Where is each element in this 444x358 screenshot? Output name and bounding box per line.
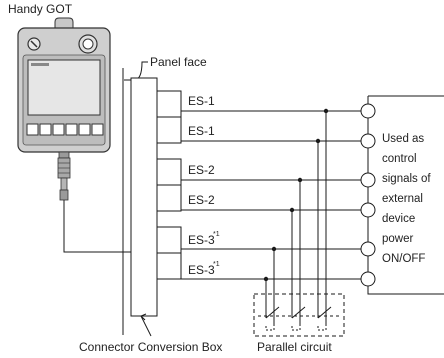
external-device-note: Used as control signals of external devi… [382, 133, 431, 265]
handy-got-device [17, 17, 111, 201]
selector-switch-icon [27, 37, 41, 51]
panel-face-leader [124, 61, 148, 81]
switch-icon [317, 306, 332, 331]
signal-labels: ES-1 ES-1 ES-2 ES-2 ES-3 *1 ES-3 *1 [188, 94, 220, 277]
cable-connector-icon [57, 151, 71, 201]
svg-text:Used as: Used as [382, 133, 424, 145]
signal-label-es2-a: ES-2 [188, 163, 215, 177]
signal-label-es1-b: ES-1 [188, 124, 215, 138]
terminal-blocks [156, 90, 182, 280]
parallel-circuit-box [253, 293, 345, 337]
signal-label-es3-b-note: *1 [213, 261, 220, 268]
signal-label-es3-a: ES-3 [188, 233, 215, 247]
got-cable [63, 200, 131, 253]
keypad-buttons [26, 123, 104, 136]
switch-icon [265, 306, 280, 331]
svg-text:control: control [382, 153, 417, 165]
connector-box-leader [140, 315, 152, 337]
svg-text:ON/OFF: ON/OFF [382, 253, 425, 265]
svg-text:power: power [382, 233, 413, 245]
emergency-stop-button-icon [78, 34, 98, 54]
handy-got-label: Handy GOT [8, 2, 73, 16]
parallel-circuit-label: Parallel circuit [257, 340, 332, 354]
svg-text:external: external [382, 193, 423, 205]
signal-lines [181, 110, 361, 280]
connector-box-label: Connector Conversion Box [79, 340, 222, 354]
switch-icon [291, 306, 306, 331]
parallel-circuit [253, 293, 345, 337]
external-terminals [360, 103, 376, 287]
parallel-bus-lines [265, 111, 327, 314]
svg-text:signals of: signals of [382, 173, 431, 185]
external-device-block [367, 96, 444, 295]
svg-text:device: device [382, 213, 415, 225]
signal-label-es3-b: ES-3 [188, 263, 215, 277]
connector-conversion-box [130, 77, 158, 317]
signal-label-es1-a: ES-1 [188, 94, 215, 108]
signal-label-es3-a-note: *1 [213, 231, 220, 238]
panel-face-label: Panel face [150, 55, 207, 69]
signal-label-es2-b: ES-2 [188, 193, 215, 207]
junction-dots [263, 108, 329, 282]
